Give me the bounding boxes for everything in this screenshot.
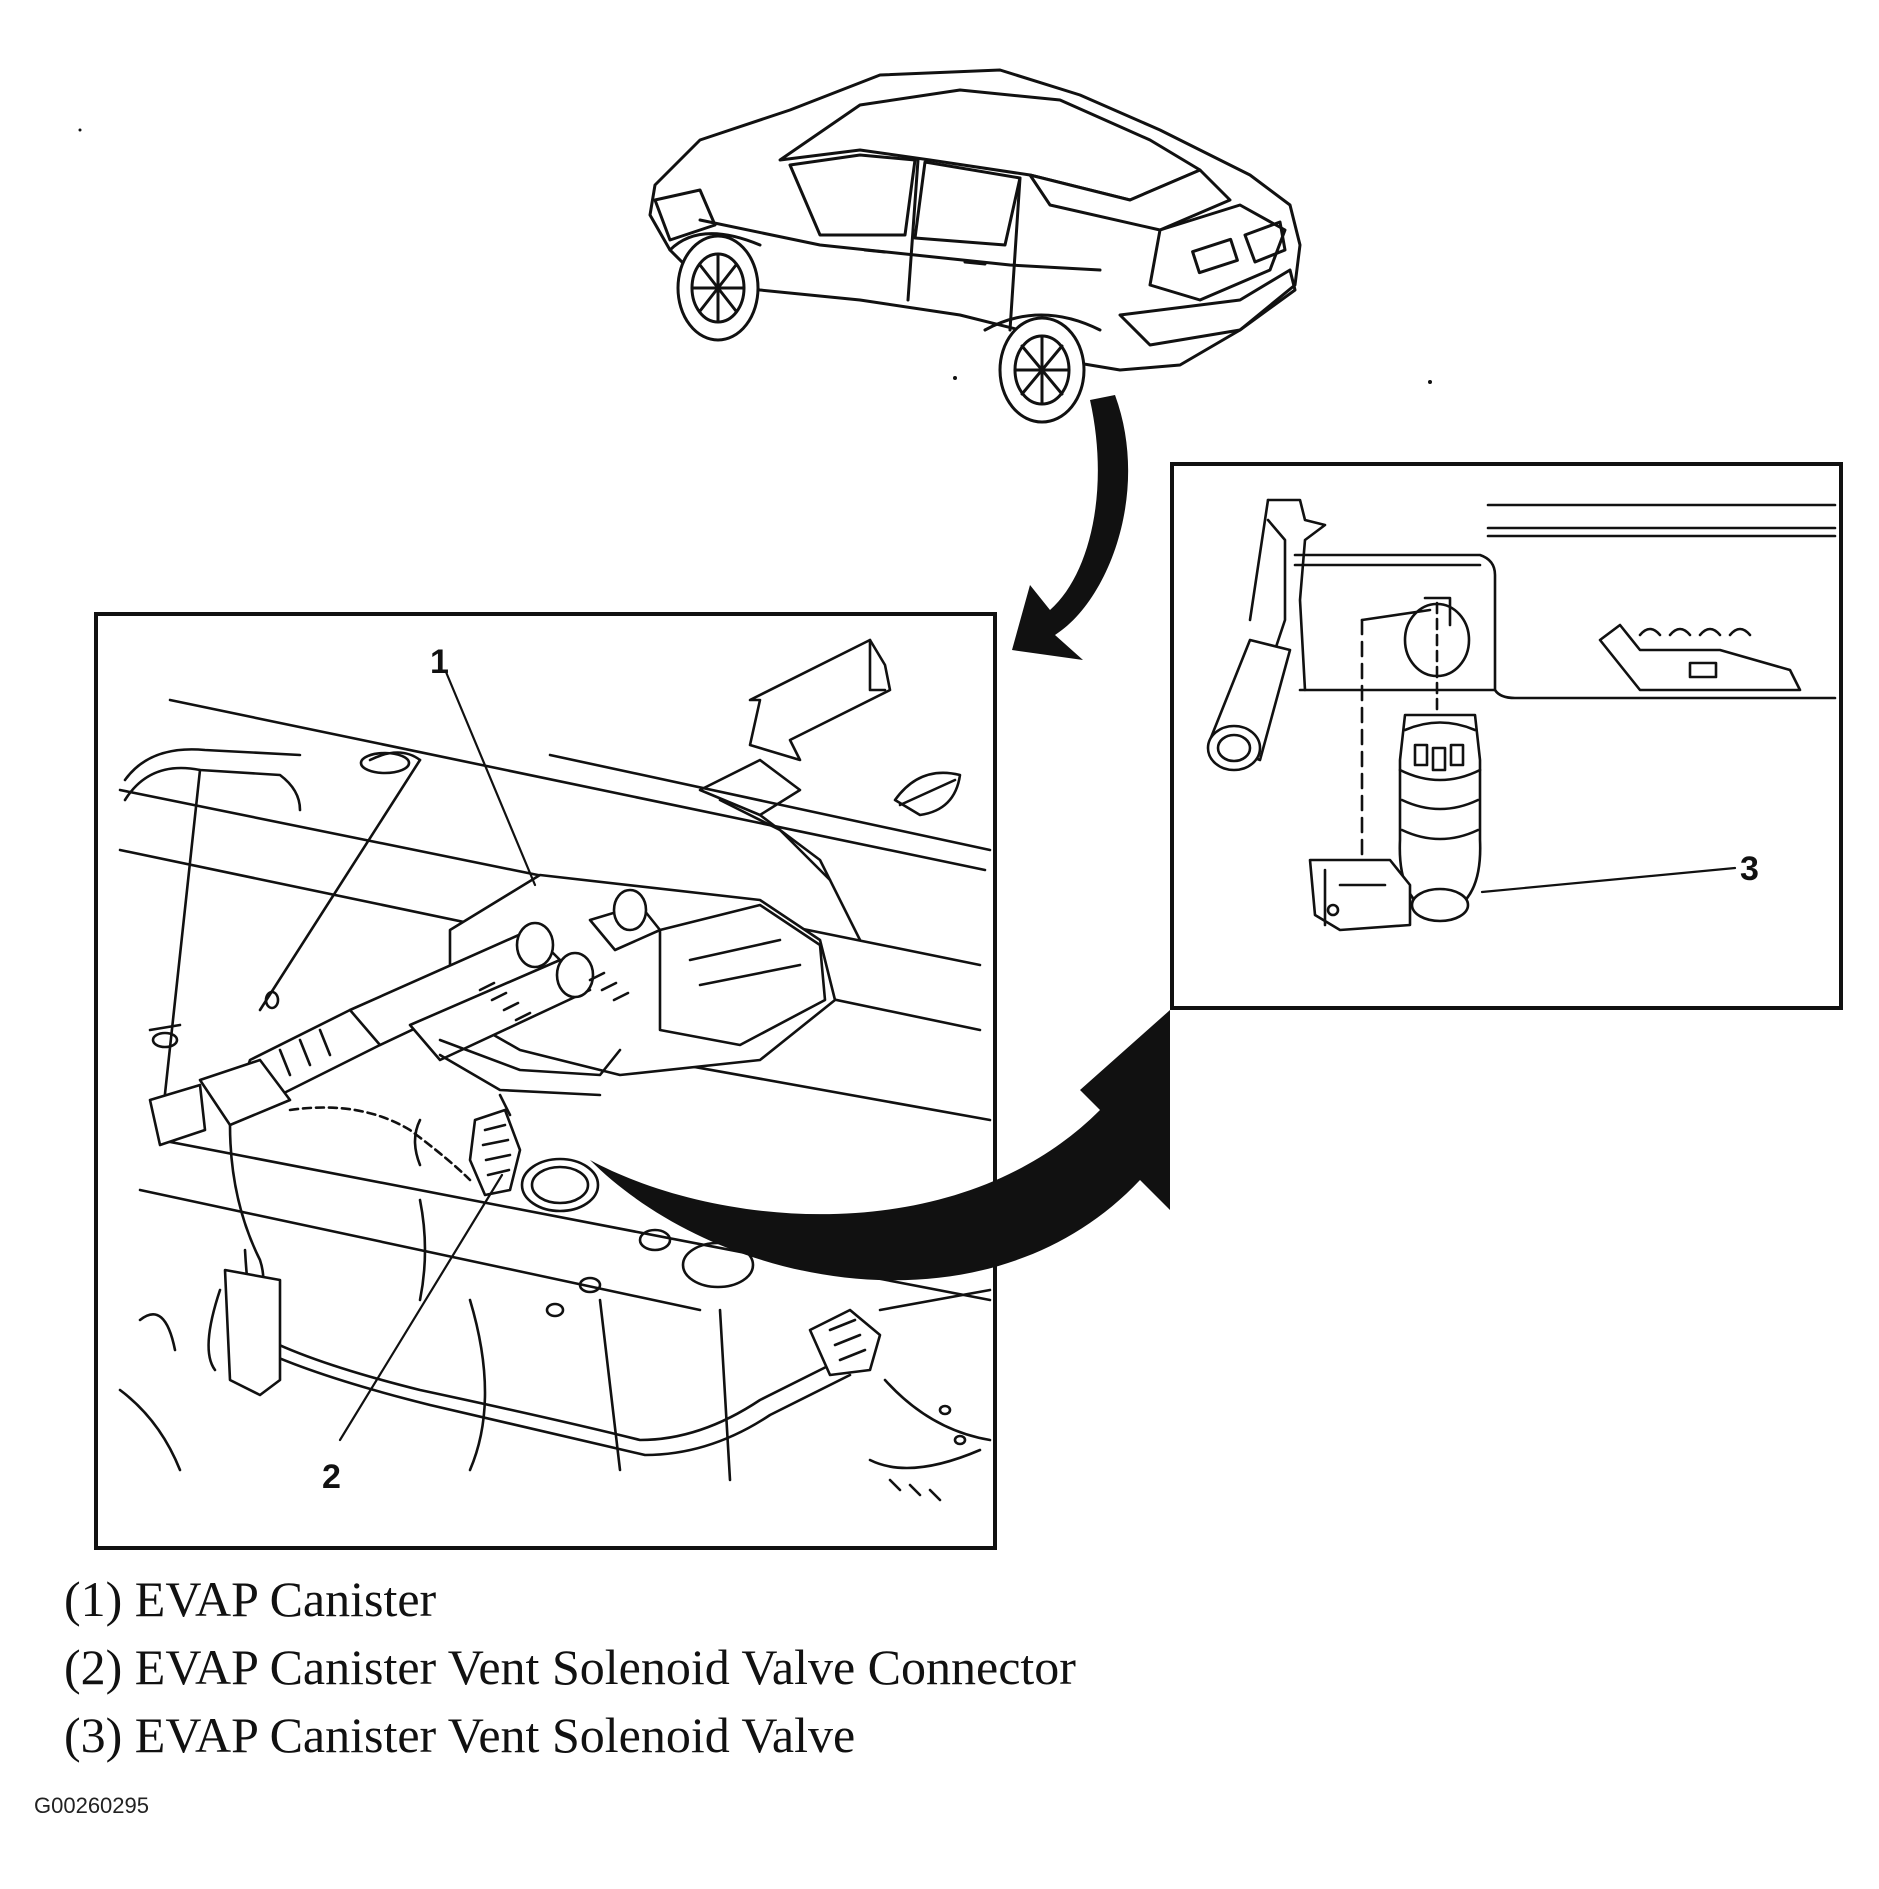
arrow-to-detail-view	[590, 1010, 1170, 1281]
main-view-panel: 1 2	[94, 612, 997, 1550]
callout-2: 2	[322, 1458, 341, 1496]
legend-item-vent-solenoid-valve: (3) EVAP Canister Vent Solenoid Valve	[64, 1707, 856, 1763]
leader-line-1	[444, 670, 537, 887]
callout-1: 1	[430, 643, 449, 681]
callout-3: 3	[1740, 850, 1759, 888]
figure-id: G00260295	[34, 1793, 149, 1818]
leader-line-2	[338, 1173, 504, 1442]
legend-item-evap-canister: (1) EVAP Canister	[64, 1571, 437, 1627]
detail-view-panel: 3	[1170, 462, 1843, 1010]
vehicle-illustration	[648, 68, 1302, 424]
legend-item-vent-solenoid-connector: (2) EVAP Canister Vent Solenoid Valve Co…	[64, 1639, 1076, 1695]
legend: (1) EVAP Canister (2) EVAP Canister Vent…	[64, 1565, 1364, 1769]
arrow-to-main-view	[1012, 395, 1129, 660]
leader-line-3	[1480, 866, 1737, 894]
